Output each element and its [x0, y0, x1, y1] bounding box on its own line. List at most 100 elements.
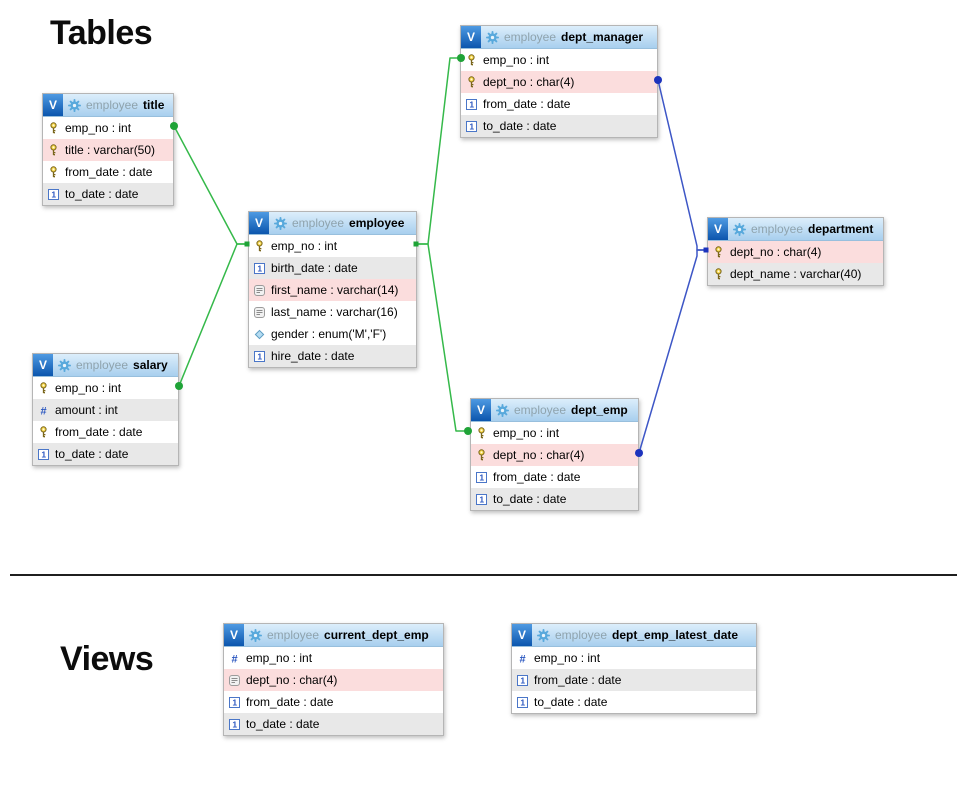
- schema-name: employee: [504, 30, 557, 44]
- column-definition: emp_no : int: [271, 239, 338, 253]
- gear-icon: [733, 222, 746, 236]
- schema-name: employee: [267, 628, 320, 642]
- relationship-line-employee-to-dept_manager[interactable]: [415, 57, 460, 245]
- relationship-line-salary-to-employee[interactable]: [178, 243, 248, 387]
- column-row-title-3[interactable]: 1 to_date : date: [43, 183, 173, 205]
- column-row-employee-4[interactable]: gender : enum('M','F'): [249, 323, 416, 345]
- column-row-employee-3[interactable]: last_name : varchar(16): [249, 301, 416, 323]
- column-definition: emp_no : int: [483, 53, 550, 67]
- primary-key-icon: [37, 426, 49, 438]
- column-row-employee-2[interactable]: first_name : varchar(14): [249, 279, 416, 301]
- column-definition: to_date : date: [65, 187, 139, 201]
- gear-icon: [496, 403, 509, 417]
- column-row-salary-2[interactable]: from_date : date: [33, 421, 178, 443]
- svg-text:#: #: [519, 653, 525, 664]
- relationship-line-dept_manager-to-department[interactable]: [657, 79, 707, 251]
- view-badge-icon: V: [461, 26, 481, 48]
- column-row-title-1[interactable]: title : varchar(50): [43, 139, 173, 161]
- views-section-heading: Views: [60, 640, 154, 678]
- primary-key-icon: [465, 54, 477, 66]
- gear-icon: [249, 628, 262, 642]
- primary-key-icon: [47, 166, 59, 178]
- column-row-dept_manager-0[interactable]: emp_no : int: [461, 49, 657, 71]
- date-icon: 1: [516, 674, 528, 686]
- column-row-salary-0[interactable]: emp_no : int: [33, 377, 178, 399]
- column-row-employee-0[interactable]: emp_no : int: [249, 235, 416, 257]
- primary-key-icon: [712, 268, 724, 280]
- column-row-title-0[interactable]: emp_no : int: [43, 117, 173, 139]
- table-name: title: [143, 98, 165, 112]
- column-row-dept_emp-1[interactable]: dept_no : char(4): [471, 444, 638, 466]
- column-definition: dept_name : varchar(40): [730, 267, 862, 281]
- view-badge-icon: V: [471, 399, 491, 421]
- view-name: dept_emp_latest_date: [612, 628, 739, 642]
- primary-key-icon: [47, 122, 59, 134]
- column-definition: from_date : date: [55, 425, 143, 439]
- column-definition: from_date : date: [65, 165, 153, 179]
- column-definition: emp_no : int: [534, 651, 601, 665]
- relationship-line-title-to-employee[interactable]: [173, 125, 248, 245]
- column-definition: to_date : date: [534, 695, 608, 709]
- column-row-current_dept_emp-1[interactable]: dept_no : char(4): [224, 669, 443, 691]
- svg-text:1: 1: [469, 121, 474, 131]
- relationship-line-dept_emp-to-department[interactable]: [638, 249, 707, 454]
- table-name: dept_emp: [571, 403, 628, 417]
- column-row-title-2[interactable]: from_date : date: [43, 161, 173, 183]
- svg-text:1: 1: [479, 472, 484, 482]
- gear-icon: [274, 216, 287, 230]
- view-badge-icon: V: [249, 212, 269, 234]
- column-row-dept_emp_latest_date-0[interactable]: # emp_no : int: [512, 647, 756, 669]
- column-row-salary-1[interactable]: #amount : int: [33, 399, 178, 421]
- column-row-department-1[interactable]: dept_name : varchar(40): [708, 263, 883, 285]
- numeric-icon: #: [228, 653, 240, 664]
- date-icon: 1: [228, 718, 240, 730]
- primary-key-icon: [253, 240, 265, 252]
- tables-section-heading: Tables: [50, 14, 153, 52]
- column-definition: to_date : date: [493, 492, 567, 506]
- column-definition: first_name : varchar(14): [271, 283, 399, 297]
- column-row-dept_emp-0[interactable]: emp_no : int: [471, 422, 638, 444]
- gear-icon: [537, 628, 550, 642]
- date-icon: 1: [475, 471, 487, 483]
- text-icon: [253, 306, 265, 318]
- schema-name: employee: [76, 358, 129, 372]
- column-row-current_dept_emp-0[interactable]: #emp_no : int: [224, 647, 443, 669]
- svg-text:#: #: [231, 653, 237, 664]
- column-row-department-0[interactable]: dept_no : char(4): [708, 241, 883, 263]
- date-icon: 1: [47, 188, 59, 200]
- column-row-dept_manager-1[interactable]: dept_no : char(4): [461, 71, 657, 93]
- section-divider: [10, 574, 957, 576]
- column-definition: from_date : date: [493, 470, 581, 484]
- svg-text:1: 1: [520, 675, 525, 685]
- column-row-dept_emp-2[interactable]: 1 from_date : date: [471, 466, 638, 488]
- text-icon: [253, 284, 265, 296]
- relationship-line-employee-to-dept_emp[interactable]: [415, 243, 470, 432]
- svg-text:#: #: [40, 405, 46, 416]
